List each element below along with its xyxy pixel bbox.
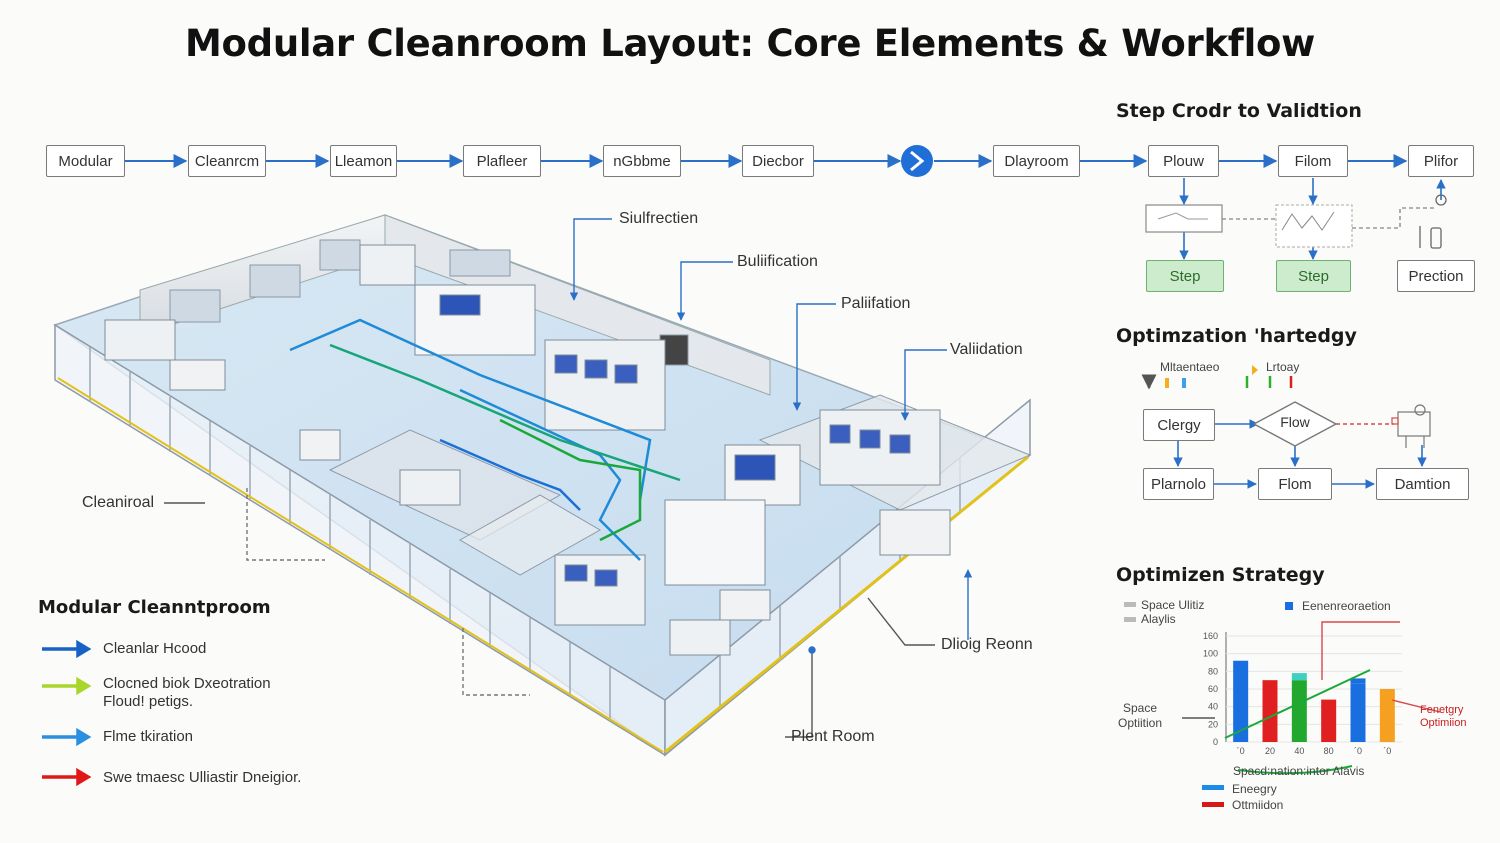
workflow-step-modular[interactable]: Modular [46,145,125,177]
callout-dlingroom: Dlioig Reonn [941,636,1033,653]
optim2-title: Optimizen Strategy [1116,564,1325,586]
optim1-flow-diamond [1252,401,1338,447]
chart-y-tick-label: 160 [1203,631,1218,641]
equipment-sketch-icon [1391,404,1431,448]
optim1-top-arrows-icon [1141,365,1293,390]
chart-bar [1350,683,1366,742]
step-panel-sketch-box-1 [1145,204,1223,233]
optim1-node-flom[interactable]: Flom [1258,468,1332,500]
workflow-step-6[interactable]: Diecbor [742,145,814,177]
optim1-node-clergy[interactable]: Clergy [1143,409,1215,441]
chart-x-tick-label: 20 [1265,746,1275,756]
cleanroom-floorplan [53,214,1032,757]
workflow-step-7[interactable]: Dlayroom [993,145,1080,177]
chart-y-tick-label: 0 [1213,737,1218,747]
callout-sulfection: Siulfrectien [619,210,699,227]
sketch-wave-icon [1281,211,1335,231]
step-panel-title: Step Crodr to Validtion [1116,100,1362,122]
chart-bar-cap [1350,678,1366,684]
optim1-connectors [1173,419,1427,489]
workflow-step-4[interactable]: Plafleer [463,145,541,177]
chart-bar [1262,680,1278,742]
legend-arrows [42,639,92,787]
page-title: Modular Cleanroom Layout: Core Elements … [185,22,1315,65]
optimization-bar-chart: 0 20 40 60 80 100 160 ´0 20 40 80 ´0 ´0 [1203,631,1402,756]
optim2-legend-a: Space Ulitiz Alaylis [1141,598,1205,626]
chart-x-tick-label: ´0 [1237,746,1245,756]
chart-x-tick-label: ´0 [1383,746,1391,756]
workflow-step-5[interactable]: nGbbme [603,145,681,177]
chart-y-tick-label: 20 [1208,719,1218,729]
callout-validation: Valiidation [950,341,1023,358]
chart-y-tick-label: 40 [1208,702,1218,712]
optim1-top-left: Mltaentaeo [1160,360,1220,374]
optim2-legend-b: Eenenreoraetion [1302,599,1391,613]
legend-title: Modular Cleanntproom [38,597,271,618]
step-box-1[interactable]: Step [1146,260,1224,292]
legend-item-4: Swe tmaesc Ulliastir Dneigior. [103,769,302,786]
workflow-step-9[interactable]: Filom [1278,145,1348,177]
chart-bar [1291,680,1307,742]
floorplan-callout-lines [164,218,973,738]
callout-bulification: Buliification [737,253,818,270]
optim1-node-plarnolo[interactable]: Plarnolo [1143,468,1214,500]
chart-x-tick-label: ´0 [1354,746,1362,756]
callout-cleanroal: Cleaniroal [82,494,155,511]
step-box-2[interactable]: Step [1276,260,1351,292]
sketch-line-icon [1157,212,1208,220]
optim1-top-right: Lrtoay [1266,360,1300,374]
chart-x-tick-label: 40 [1294,746,1304,756]
optim1-node-damtion[interactable]: Damtion [1376,468,1469,500]
workflow-step-2[interactable]: Cleanrcm [188,145,266,177]
chart-bar-cap [1291,673,1307,681]
optim2-bottom-title: Spacd:nation:intor Alavis [1233,764,1365,778]
optim1-title: Optimzation 'hartedgy [1116,325,1357,347]
prection-box[interactable]: Prection [1397,260,1475,292]
callout-palifation: Paliifation [841,295,911,312]
chart-bar [1233,660,1249,742]
step-panel-connectors [1179,178,1446,260]
legend-item-3: Flme tkiration [103,728,194,745]
optim1-node-flow[interactable]: Flow [1280,414,1310,430]
optim2-bottom-legend-1: Eneegry [1232,782,1277,796]
step-panel-sketch-box-2 [1275,204,1353,248]
legend-item-2: Clocned biok Dxeotration Floud! petigs. [103,675,271,710]
callout-plentroom: Plent Room [791,728,875,745]
chart-y-tick-label: 80 [1208,666,1218,676]
workflow-play-icon [901,145,933,177]
chart-bar [1379,689,1395,742]
workflow-step-3[interactable]: Lleamon [330,145,397,177]
chart-y-tick-label: 100 [1203,649,1218,659]
chart-bar [1321,699,1337,742]
optim2-side-right: Fenetgry Optimiion [1420,704,1467,729]
workflow-step-8[interactable]: Plouw [1148,145,1219,177]
chart-y-tick-label: 60 [1208,684,1218,694]
chart-annotations [1124,602,1441,807]
chart-x-tick-label: 80 [1324,746,1334,756]
optim2-side-left: Space Optiition [1118,701,1163,730]
optim2-bottom-legend-2: Ottmiidon [1232,798,1284,812]
flask-icon [1419,194,1447,249]
workflow-step-10[interactable]: Plifor [1408,145,1474,177]
legend-item-1: Cleanlar Hcood [103,640,207,657]
